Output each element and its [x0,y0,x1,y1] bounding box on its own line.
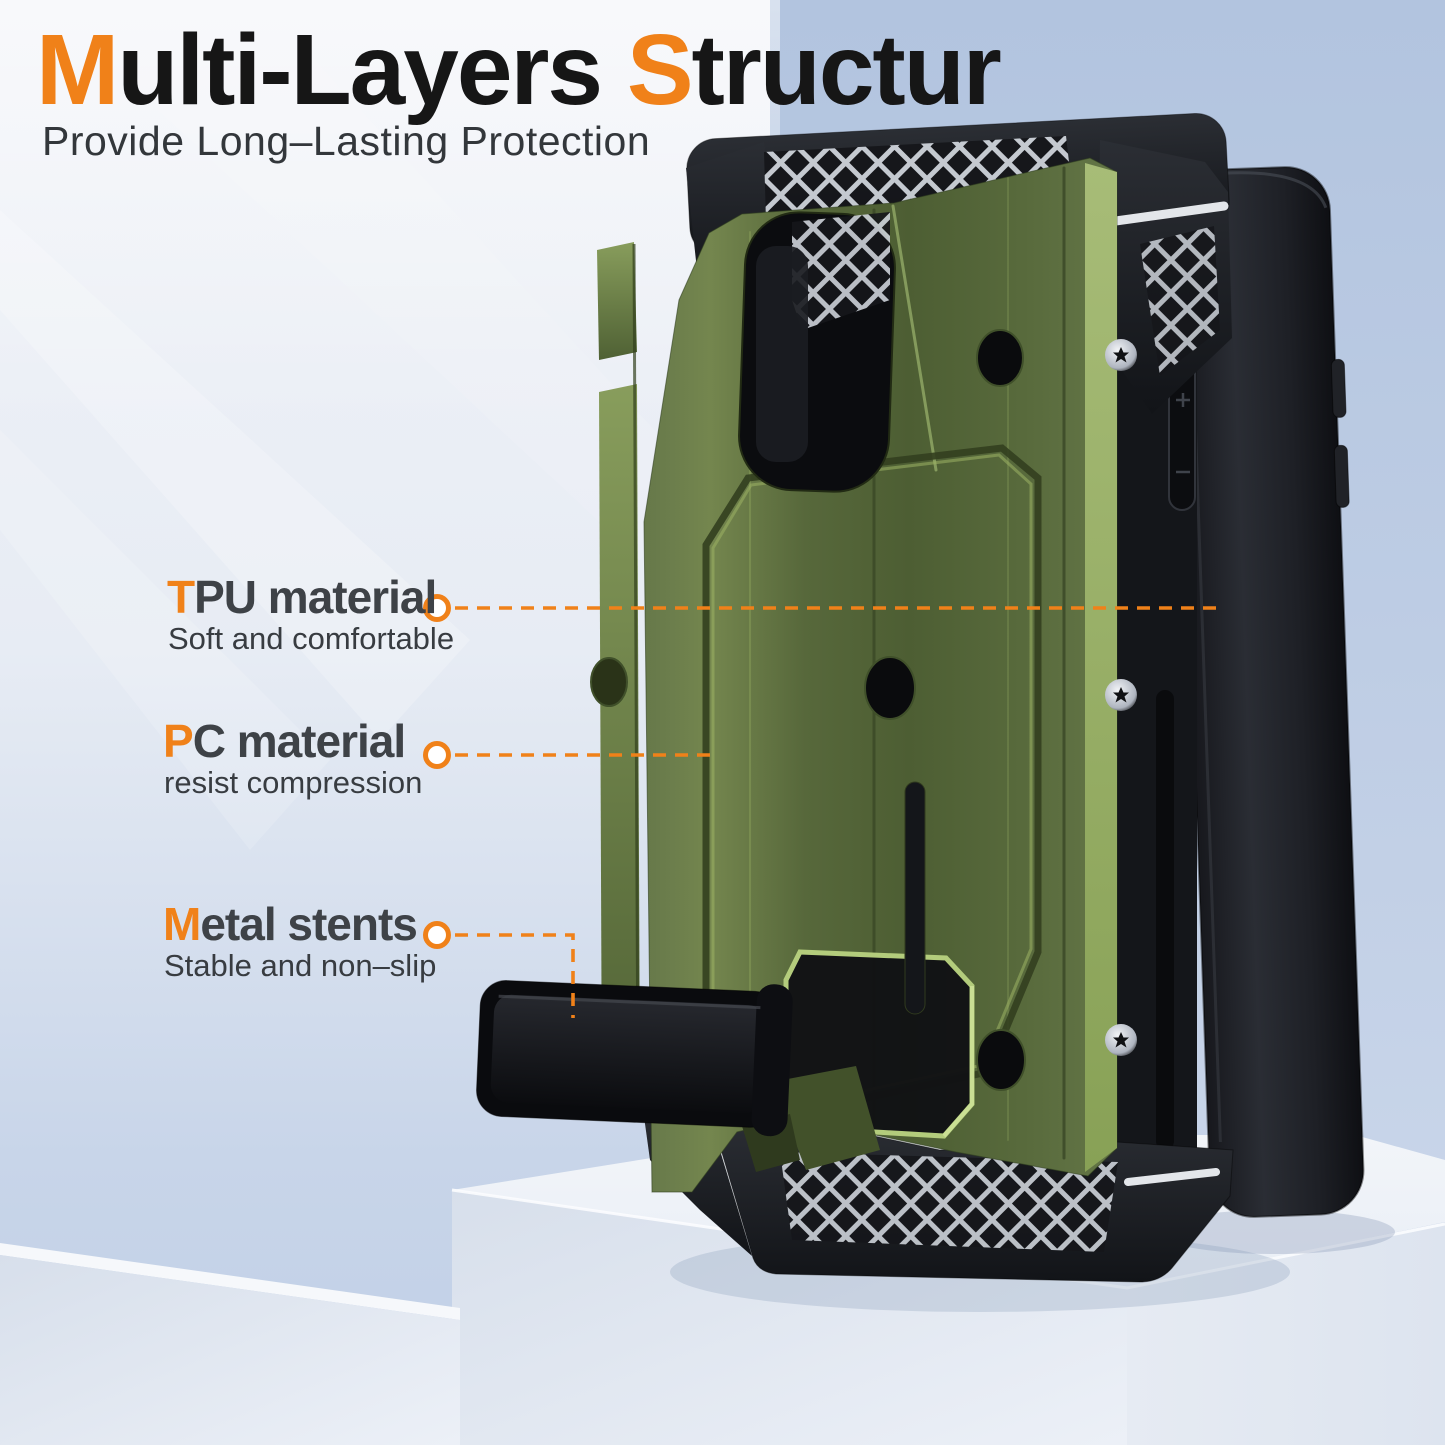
case-right-edge-highlight [1085,163,1117,1172]
metal-leader-line [455,933,575,1018]
tpu-side-slot [1156,690,1174,1150]
phone-volume-button [1330,358,1347,418]
podium-step-top-edge [0,1243,460,1320]
tpu-leader-dot [423,594,451,622]
light-streaks [0,0,700,850]
bottom-mesh-texture [780,1152,1118,1252]
callout-dots [423,594,451,949]
podium-step-front-face [0,1255,460,1445]
bottom-accent-stripe [1124,1168,1220,1186]
phone-shadow [1155,1210,1395,1254]
case-screws [1105,339,1137,1056]
podium-front-right-face [1127,1222,1445,1445]
case-left-rail [597,242,640,1115]
top-right-mesh-texture [1140,226,1220,376]
plate-holes [590,329,1026,1091]
plate-side-slot [904,781,926,1015]
camera-cutout [738,211,896,493]
podium-front-left-face [452,1190,1127,1445]
pc-leader-dot [423,741,451,769]
mesh-through-cutout [792,212,890,330]
phone-power-button [1333,444,1350,508]
metal-leader-dot [423,921,451,949]
callout-leaders [455,606,1222,1018]
metal-kickstand [476,980,880,1172]
